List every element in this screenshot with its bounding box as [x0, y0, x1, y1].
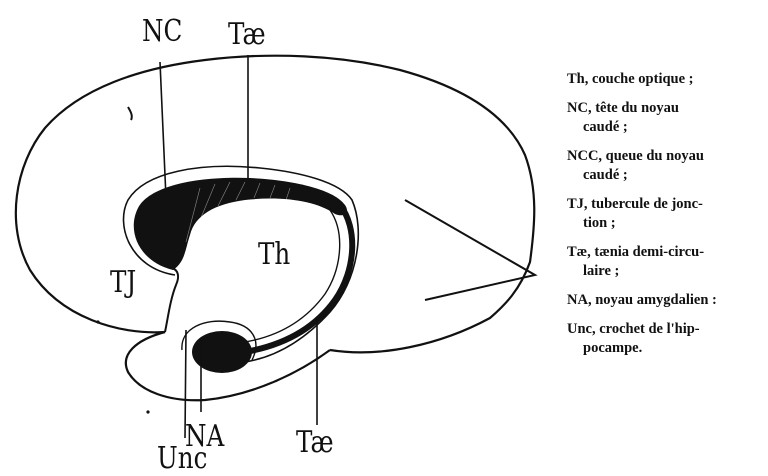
- hemisphere-outline: [16, 56, 534, 353]
- caudate-tail-inner: [245, 210, 340, 342]
- caudate-tail: [245, 205, 352, 352]
- speck: [128, 107, 132, 120]
- speck: [146, 410, 149, 413]
- legend-item: Th, couche optique ;: [567, 70, 763, 89]
- legend-line-cont: caudé ;: [567, 166, 763, 185]
- label-tae-bottom: Tæ: [296, 428, 334, 458]
- label-tj: TJ: [110, 268, 136, 298]
- legend-line: Unc, crochet de l'hip-: [567, 320, 763, 339]
- legend-item: TJ, tubercule de jonc- tion ;: [567, 195, 763, 233]
- legend-line-cont: laire ;: [567, 262, 763, 281]
- legend: Th, couche optique ; NC, tête du noyau c…: [567, 70, 763, 368]
- nc-leader: [160, 62, 166, 198]
- legend-line: Th, couche optique ;: [567, 70, 763, 89]
- legend-line-cont: caudé ;: [567, 118, 763, 137]
- legend-line: NC, tête du noyau: [567, 99, 763, 118]
- label-nc: NC: [142, 17, 182, 47]
- legend-item: Unc, crochet de l'hip- pocampe.: [567, 320, 763, 358]
- speck: [96, 320, 99, 323]
- legend-line: TJ, tubercule de jonc-: [567, 195, 763, 214]
- brain-stem-outline: [405, 200, 535, 300]
- legend-item: NCC, queue du noyau caudé ;: [567, 147, 763, 185]
- legend-line: Tæ, tænia demi-circu-: [567, 243, 763, 262]
- legend-line: NA, noyau amygdalien :: [567, 291, 763, 310]
- legend-item: Tæ, tænia demi-circu- laire ;: [567, 243, 763, 281]
- legend-item: NA, noyau amygdalien :: [567, 291, 763, 310]
- legend-line: NCC, queue du noyau: [567, 147, 763, 166]
- legend-item: NC, tête du noyau caudé ;: [567, 99, 763, 137]
- legend-line-cont: tion ;: [567, 214, 763, 233]
- label-unc: Unc: [157, 444, 207, 474]
- label-th: Th: [258, 240, 290, 270]
- legend-line-cont: pocampe.: [567, 339, 763, 358]
- tj-notch: [165, 268, 178, 332]
- label-tae-top: Tæ: [228, 20, 266, 50]
